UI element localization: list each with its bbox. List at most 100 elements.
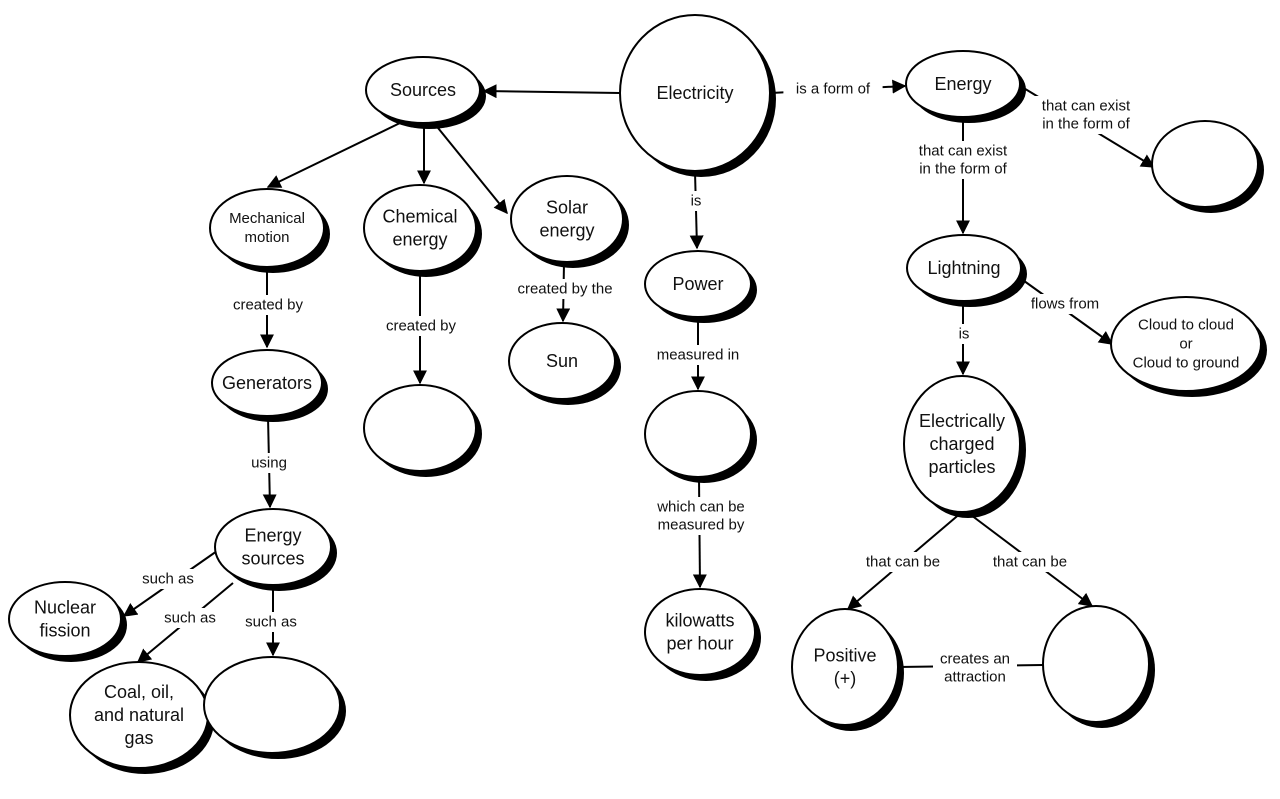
node-text: Sources [390, 80, 456, 100]
node-positive: Positive (+) [791, 608, 904, 731]
node-text: Sun [546, 351, 578, 371]
node-text: Solar [546, 198, 588, 218]
node-negative-blank [1042, 605, 1155, 728]
link-label-text: created by [233, 297, 304, 314]
node-text: Power [672, 274, 723, 294]
link-label-text: that can exist [1042, 98, 1131, 115]
node-chemical-energy: Chemical energy [363, 184, 482, 277]
link-label-text: created by the [517, 281, 612, 298]
node-energy-sources: Energy sources [214, 508, 337, 591]
link-label-created-by-chem: created by [379, 316, 463, 336]
link-label-text: flows from [1031, 296, 1099, 313]
node-text: Mechanical [229, 210, 305, 227]
node-text: kilowatts [665, 611, 734, 631]
link-label-text: that can exist [919, 143, 1008, 160]
node-text: Electrically [919, 411, 1005, 431]
node-power: Power [644, 250, 757, 323]
node-bubble [1151, 120, 1259, 208]
edge-sources-to-mechanical-motion [266, 122, 401, 188]
node-mechanical-motion: Mechanical motion [209, 188, 330, 273]
node-chemical-blank [363, 384, 482, 477]
node-nuclear-fission: Nuclear fission [8, 581, 127, 662]
node-bubble [905, 50, 1021, 118]
node-text: Chemical [382, 207, 457, 227]
node-text: Coal, oil, [104, 682, 174, 702]
link-label-text: in the form of [1042, 116, 1130, 133]
node-bubble [906, 234, 1022, 302]
link-label-text: that can be [993, 554, 1067, 571]
node-bubble [644, 390, 752, 478]
node-text: Nuclear [34, 598, 96, 618]
node-lightning: Lightning [906, 234, 1027, 307]
node-bubble [903, 375, 1021, 513]
link-label-text: such as [142, 571, 194, 588]
node-bubble [365, 56, 481, 124]
link-label-text: such as [164, 610, 216, 627]
node-text: gas [124, 728, 153, 748]
node-text: motion [244, 229, 289, 246]
node-bubble [1042, 605, 1150, 723]
node-bubble [363, 384, 477, 472]
node-text: energy [392, 230, 447, 250]
link-label-text: in the form of [919, 161, 1007, 178]
link-label-created-by-the: created by the [507, 279, 623, 299]
link-label-text: such as [245, 614, 297, 631]
node-bubble [211, 349, 323, 417]
node-sun: Sun [508, 322, 621, 405]
node-text: Energy [244, 526, 301, 546]
node-bubble [510, 175, 624, 263]
node-text: fission [39, 621, 90, 641]
link-label-such-as-3: such as [240, 612, 302, 632]
link-label-text: using [251, 455, 287, 472]
node-text: Generators [222, 373, 312, 393]
edge-sources-to-solar-energy [433, 122, 508, 215]
link-label-text: measured by [658, 517, 745, 534]
node-power-unit-blank [644, 390, 757, 483]
node-text: charged [929, 434, 994, 454]
node-energy-source-blank [203, 656, 346, 759]
link-label-text: created by [386, 318, 457, 335]
link-label-such-as-2: such as [159, 608, 221, 628]
link-label-is-power: is [684, 191, 708, 211]
node-coal-oil-gas: Coal, oil, and natural gas [69, 661, 214, 774]
link-label-such-as-1: such as [137, 569, 199, 589]
node-energy-form-blank [1151, 120, 1264, 213]
node-sources: Sources [365, 56, 486, 129]
node-text: and natural [94, 705, 184, 725]
node-text: sources [241, 549, 304, 569]
link-label-using: using [246, 453, 292, 473]
node-bubble [209, 188, 325, 268]
node-text: Cloud to ground [1133, 355, 1240, 372]
node-text: particles [928, 457, 995, 477]
link-label-is-a-form-of: is a form of [783, 79, 883, 99]
node-bubble [644, 588, 756, 676]
node-text: (+) [834, 669, 857, 689]
node-text: Positive [813, 646, 876, 666]
link-label-text: that can be [866, 554, 940, 571]
node-text: Lightning [927, 258, 1000, 278]
link-label-text: creates an [940, 651, 1010, 668]
node-text: Electricity [656, 83, 733, 103]
link-label-text: which can be [656, 499, 745, 516]
node-bubble [214, 508, 332, 586]
link-label-flows-from: flows from [1023, 294, 1107, 314]
node-charged-particles: Electrically charged particles [903, 375, 1026, 518]
node-bubble [203, 656, 341, 754]
node-bubble [1110, 296, 1262, 392]
node-generators: Generators [211, 349, 328, 422]
node-energy: Energy [905, 50, 1026, 123]
link-label-that-can-be-left: that can be [857, 552, 949, 572]
node-text: Energy [934, 74, 991, 94]
link-label-text: measured in [657, 347, 740, 364]
edge-electricity-to-sources [482, 84, 621, 99]
node-bubble [508, 322, 616, 400]
node-text: Cloud to cloud [1138, 317, 1234, 334]
